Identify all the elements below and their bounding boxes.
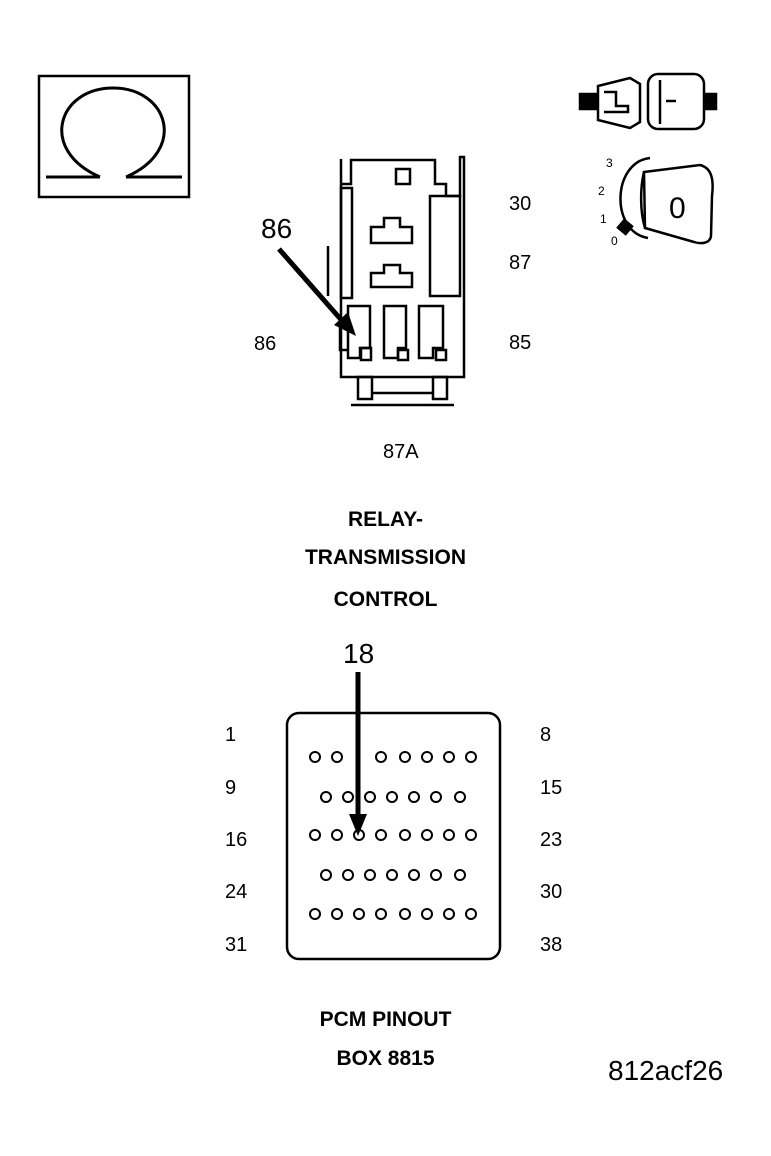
ignition-key-mark: 0 bbox=[669, 192, 686, 225]
pcm-callout-label: 18 bbox=[343, 638, 375, 669]
relay-callout-label: 86 bbox=[261, 213, 293, 244]
relay-pin-85-label: 85 bbox=[509, 332, 532, 354]
pcm-pin-18-arrow bbox=[349, 672, 367, 836]
pcm-pin-hole bbox=[421, 751, 433, 763]
pcm-pin-hole bbox=[353, 908, 365, 920]
pcm-pin-hole bbox=[375, 751, 387, 763]
relay-pin-87-label: 87 bbox=[509, 252, 532, 274]
pcm-pin-hole bbox=[309, 829, 321, 841]
pcm-right-label-30: 30 bbox=[540, 881, 563, 903]
pcm-pin-hole bbox=[454, 869, 466, 881]
pcm-pin-hole bbox=[386, 869, 398, 881]
connector-disconnected-icon bbox=[578, 72, 718, 131]
pcm-pin-hole bbox=[430, 791, 442, 803]
pcm-pin-hole bbox=[331, 751, 343, 763]
pcm-left-label-24: 24 bbox=[225, 881, 248, 903]
ignition-position-2: 2 bbox=[598, 184, 605, 198]
ignition-switch-icon bbox=[616, 156, 714, 245]
pcm-right-label-38: 38 bbox=[540, 934, 563, 956]
relay-pin-30-label: 30 bbox=[509, 193, 532, 215]
pcm-pin-hole bbox=[465, 908, 477, 920]
pcm-pin-hole bbox=[331, 829, 343, 841]
pcm-pin-hole bbox=[342, 869, 354, 881]
pcm-pin-hole bbox=[375, 829, 387, 841]
ignition-position-1: 1 bbox=[600, 212, 607, 226]
pcm-right-label-23: 23 bbox=[540, 829, 563, 851]
pcm-pin-hole bbox=[408, 869, 420, 881]
relay-title-line-1: RELAY- bbox=[347, 508, 424, 531]
pcm-right-label-8: 8 bbox=[540, 724, 552, 746]
pcm-left-label-31: 31 bbox=[225, 934, 248, 956]
pcm-connector-drawing bbox=[285, 711, 502, 961]
pcm-pin-hole bbox=[408, 791, 420, 803]
pcm-pin-hole bbox=[386, 791, 398, 803]
pcm-title-line-1: PCM PINOUT bbox=[319, 1008, 452, 1031]
pcm-right-label-15: 15 bbox=[540, 777, 563, 799]
relay-pin-86-label: 86 bbox=[254, 333, 277, 355]
pcm-pin-hole bbox=[342, 791, 354, 803]
ignition-position-0: 0 bbox=[611, 234, 618, 248]
relay-pin-87a-label: 87A bbox=[383, 441, 419, 463]
pcm-title-line-2: BOX 8815 bbox=[336, 1047, 435, 1070]
pcm-pin-hole bbox=[421, 829, 433, 841]
pcm-pin-hole bbox=[421, 908, 433, 920]
relay-connector-drawing bbox=[326, 155, 466, 407]
pcm-pin-hole bbox=[465, 751, 477, 763]
pcm-pin-hole bbox=[454, 791, 466, 803]
pcm-pin-hole bbox=[399, 908, 411, 920]
pcm-pin-hole bbox=[375, 908, 387, 920]
pcm-left-label-9: 9 bbox=[225, 777, 237, 799]
ignition-position-3: 3 bbox=[606, 156, 613, 170]
pcm-pin-hole bbox=[465, 829, 477, 841]
pcm-pin-hole bbox=[399, 751, 411, 763]
pcm-pin-hole bbox=[309, 908, 321, 920]
pcm-pin-hole bbox=[443, 908, 455, 920]
pcm-left-label-1: 1 bbox=[225, 724, 237, 746]
pcm-pin-hole bbox=[443, 751, 455, 763]
ohmmeter-icon bbox=[37, 74, 191, 199]
pcm-pin-hole bbox=[399, 829, 411, 841]
pcm-pin-hole bbox=[331, 908, 343, 920]
pcm-pin-hole bbox=[430, 869, 442, 881]
pcm-left-label-16: 16 bbox=[225, 829, 248, 851]
pcm-pin-hole bbox=[309, 751, 321, 763]
pcm-pin-hole bbox=[320, 791, 332, 803]
relay-title-line-2: TRANSMISSION bbox=[304, 546, 466, 569]
pcm-pin-hole bbox=[320, 869, 332, 881]
pcm-pin-hole bbox=[364, 869, 376, 881]
relay-pin-86-arrow bbox=[277, 247, 356, 336]
pcm-pin-hole bbox=[443, 829, 455, 841]
pcm-pin-hole bbox=[364, 791, 376, 803]
relay-title-line-3: CONTROL bbox=[333, 588, 438, 611]
figure-id: 812acf26 bbox=[608, 1055, 724, 1086]
